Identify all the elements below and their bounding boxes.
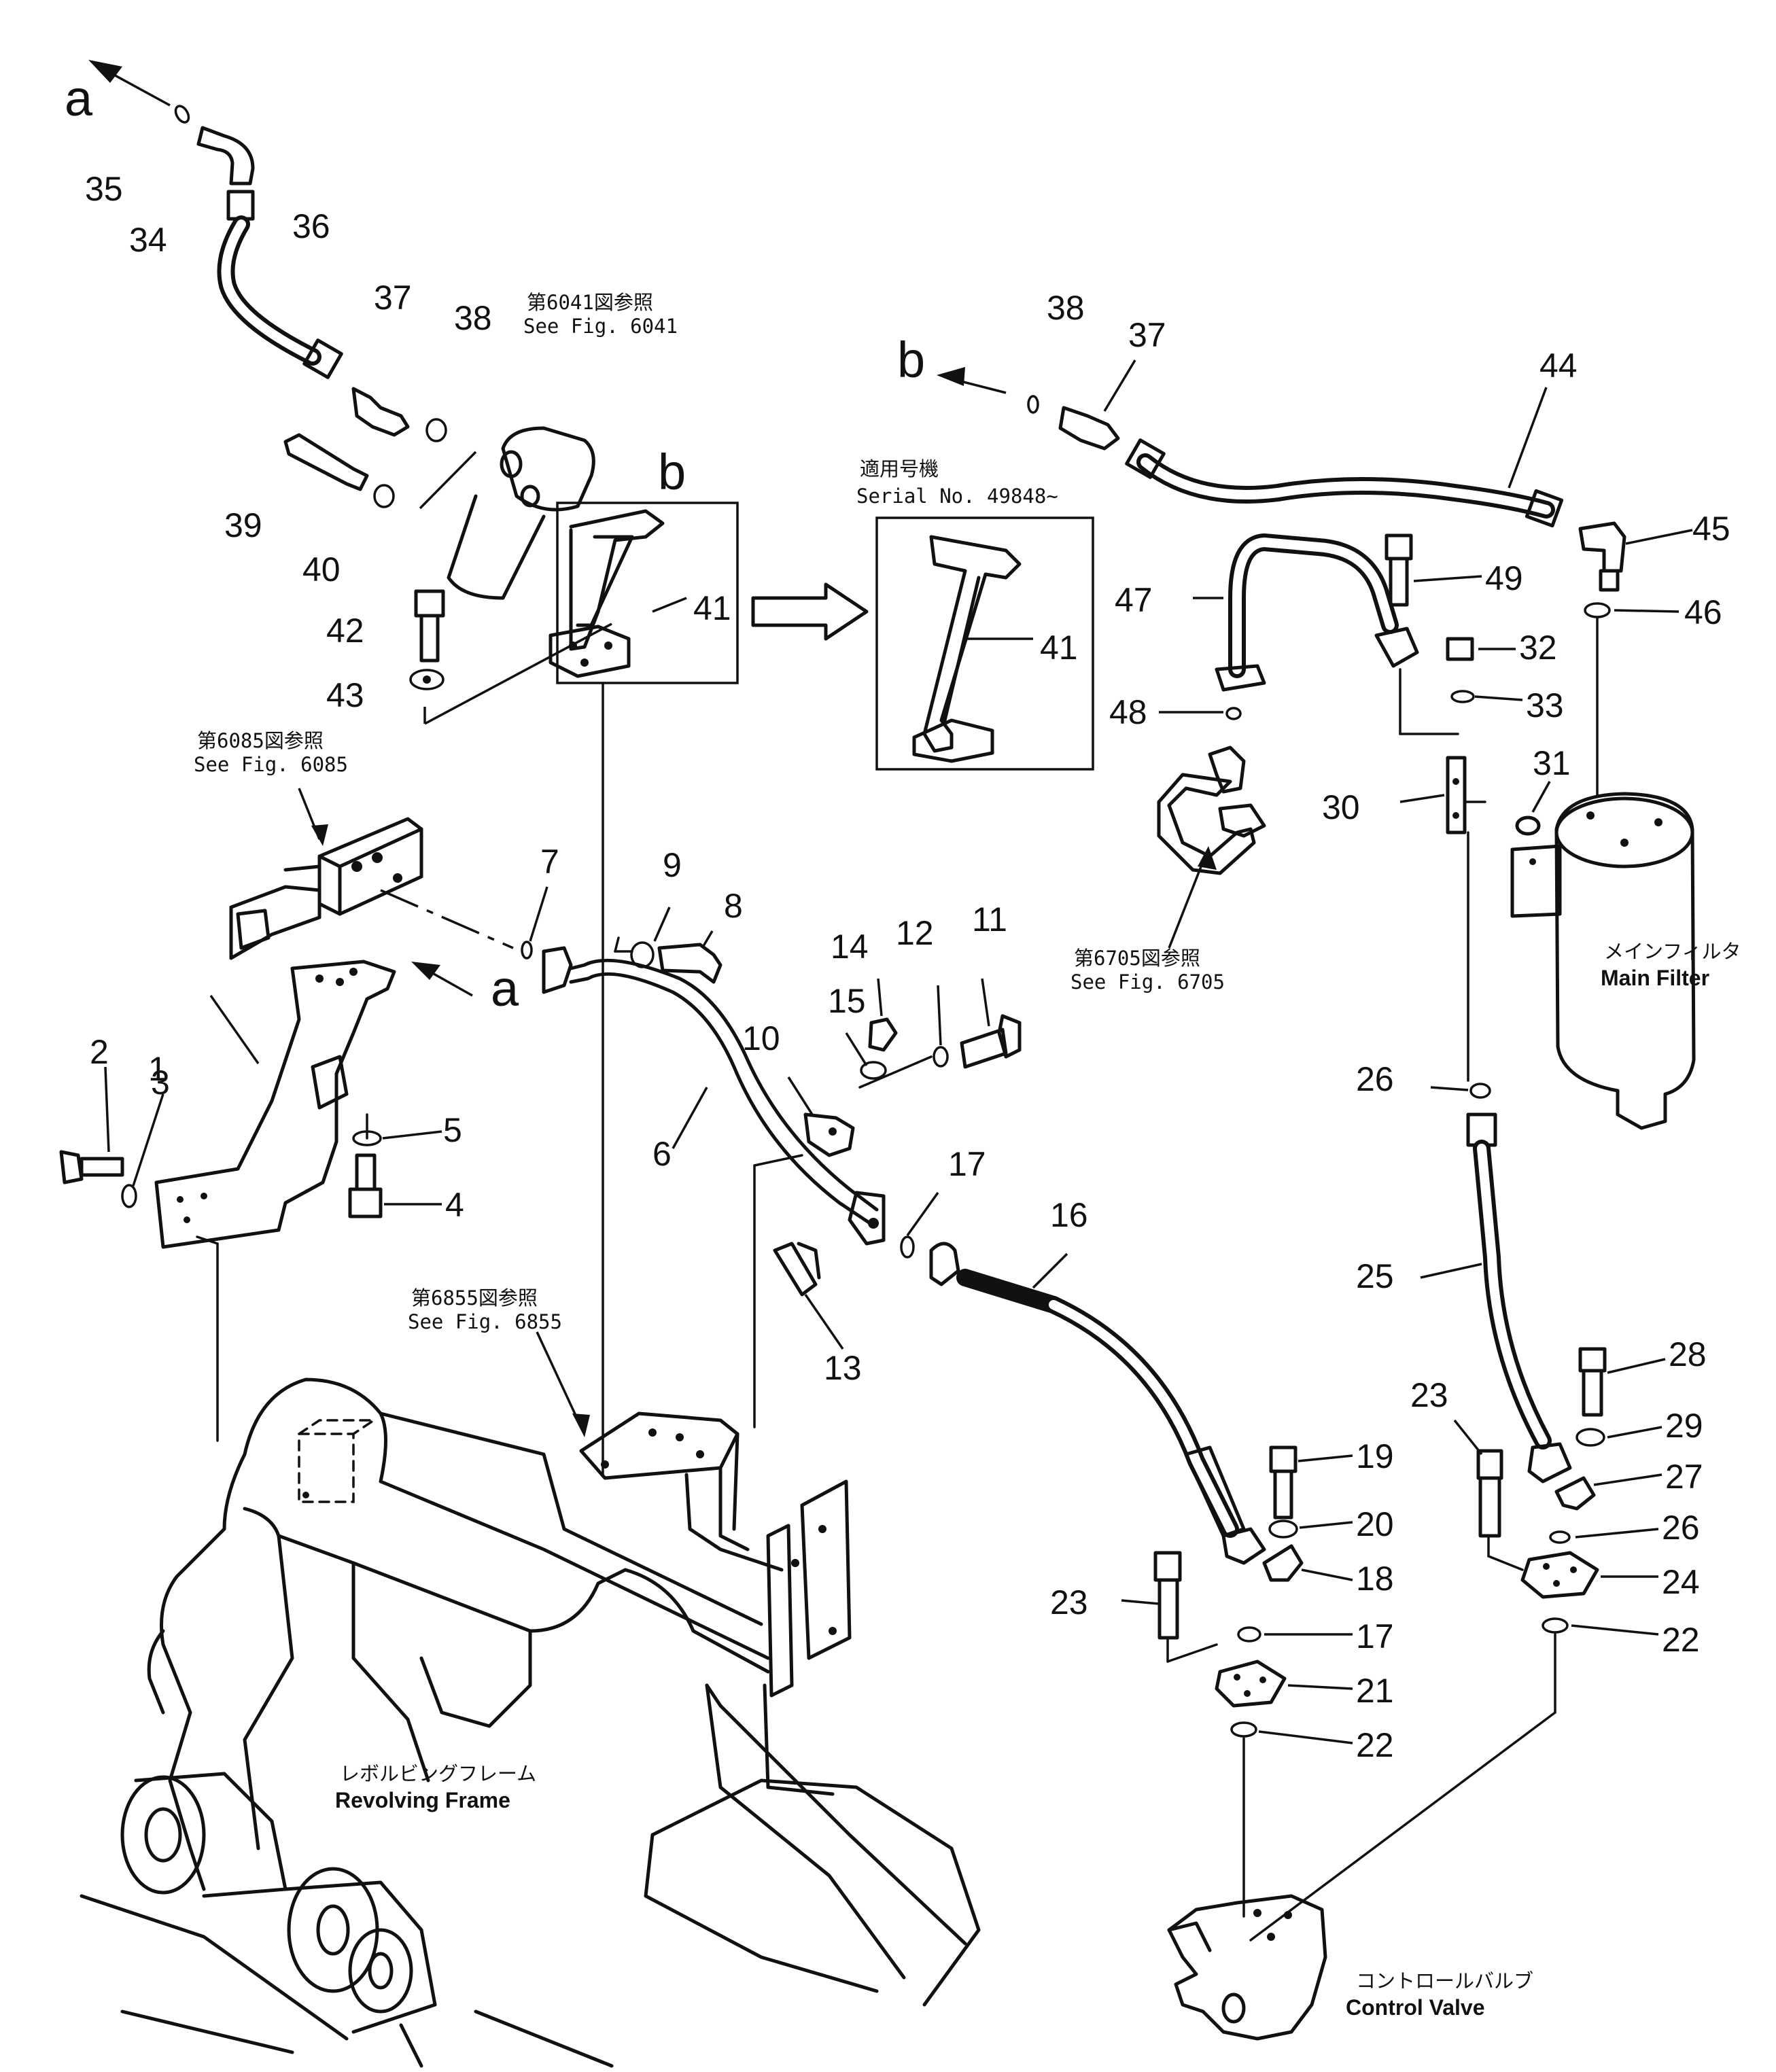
part-number-17-upper: 17 [948, 1145, 986, 1183]
part-number-40: 40 [302, 550, 341, 589]
figure-references: 第6041図参照 See Fig. 6041 第6085図参照 See Fig.… [194, 291, 1225, 1333]
hose-16-assembly [929, 1242, 1353, 1918]
part-number-35: 35 [85, 170, 123, 208]
serial-jp: 適用号機 [860, 457, 939, 480]
revolving-frame [80, 1331, 981, 2068]
part-number-4: 4 [445, 1186, 464, 1224]
control-valve-label-en: Control Valve [1346, 1995, 1485, 2020]
part-number-34: 34 [129, 221, 167, 259]
part-number-13: 13 [824, 1349, 862, 1387]
part-number-15: 15 [828, 982, 866, 1020]
part-number-37-right: 37 [1128, 316, 1166, 354]
part-number-47: 47 [1115, 581, 1153, 619]
main-filter-assembly [1399, 637, 1696, 1130]
part-number-18: 18 [1356, 1560, 1394, 1598]
ref-6085-en: See Fig. 6085 [194, 753, 348, 776]
part-number-26-lower: 26 [1662, 1509, 1700, 1547]
hose-25-assembly [1249, 1112, 1666, 1942]
part-number-33: 33 [1526, 686, 1564, 724]
part-number-9: 9 [663, 846, 682, 884]
ref-6855-jp: 第6855図参照 [411, 1286, 538, 1310]
letter-b-mid: b [658, 444, 686, 500]
part-number-19: 19 [1356, 1437, 1394, 1475]
control-valve [1167, 1894, 1327, 2041]
serial-en: Serial No. 49848~ [856, 485, 1058, 508]
letter-b-top: b [897, 332, 925, 388]
part-number-8: 8 [724, 887, 743, 925]
tube-48 [1157, 707, 1266, 949]
filter-head-assembly [283, 426, 612, 725]
part-number-12: 12 [896, 914, 934, 952]
connection-a [380, 886, 549, 997]
tube-6-assembly [542, 907, 1022, 1428]
ref-6705-jp: 第6705図参照 [1074, 947, 1200, 970]
part-number-32: 32 [1519, 629, 1557, 667]
part-number-3: 3 [151, 1064, 170, 1102]
revolving-frame-label-jp: レボルビングフレーム [340, 1762, 536, 1785]
hose-47 [1193, 533, 1482, 735]
part-number-45: 45 [1692, 510, 1730, 548]
part-number-14: 14 [831, 928, 869, 966]
part-number-41-main: 41 [693, 589, 731, 627]
part-number-31: 31 [1533, 744, 1571, 782]
part-number-49: 49 [1485, 559, 1523, 597]
part-number-22-left: 22 [1356, 1726, 1394, 1764]
component-labels: メインフィルタ Main Filter レボルビングフレーム Revolving… [335, 940, 1741, 2020]
part-number-21: 21 [1356, 1672, 1394, 1710]
part-number-20: 20 [1356, 1505, 1394, 1543]
hose-assembly-a [88, 60, 447, 442]
part-number-43: 43 [326, 676, 364, 714]
part-number-30: 30 [1322, 788, 1360, 826]
bracket-1 [59, 960, 442, 1442]
part-number-39: 39 [224, 506, 262, 544]
part-number-41-variant: 41 [1040, 629, 1078, 667]
ref-6085-jp: 第6085図参照 [197, 729, 324, 752]
part-number-25: 25 [1356, 1257, 1394, 1295]
part-number-10: 10 [742, 1019, 780, 1057]
ref-6041-en: See Fig. 6041 [523, 315, 678, 338]
part-number-22-right: 22 [1662, 1621, 1700, 1659]
part-number-23-left: 23 [1050, 1583, 1088, 1621]
ref-6041-jp: 第6041図参照 [527, 291, 653, 314]
part-number-7: 7 [540, 843, 559, 881]
arrow-to-variant [751, 582, 869, 641]
part-number-36: 36 [292, 207, 330, 245]
part-number-16: 16 [1050, 1196, 1088, 1234]
part-number-1: 1 [148, 1050, 167, 1088]
bracket-41 [549, 502, 739, 1476]
part-number-5: 5 [443, 1111, 462, 1149]
part-number-38-right: 38 [1047, 289, 1085, 327]
part-number-11: 11 [972, 900, 1007, 938]
main-filter-label-jp: メインフィルタ [1604, 940, 1741, 963]
connection-letters: a a b b [65, 70, 925, 1017]
part-number-2: 2 [90, 1033, 109, 1071]
part-number-29: 29 [1665, 1407, 1703, 1445]
control-valve-label-jp: コントロールバルブ [1356, 1969, 1533, 1992]
part-number-23-right: 23 [1410, 1376, 1448, 1414]
revolving-frame-label-en: Revolving Frame [335, 1788, 510, 1812]
hose-assembly-b [937, 359, 1693, 796]
main-filter-label-en: Main Filter [1601, 966, 1709, 990]
part-number-labels: 1 2 3 4 5 6 7 8 9 10 11 12 13 14 15 16 1… [85, 170, 1730, 1764]
part-number-42: 42 [326, 612, 364, 650]
valve-block-6085 [229, 788, 423, 960]
part-number-37-left: 37 [374, 279, 412, 317]
part-number-27: 27 [1665, 1458, 1703, 1496]
part-number-48: 48 [1109, 693, 1147, 731]
part-number-38-left: 38 [454, 299, 492, 337]
part-number-26-upper: 26 [1356, 1060, 1394, 1098]
part-number-17-lower: 17 [1356, 1617, 1394, 1655]
part-number-46: 46 [1684, 593, 1722, 631]
letter-a-mid: a [491, 960, 519, 1017]
ref-6705-en: See Fig. 6705 [1070, 970, 1225, 994]
part-number-24: 24 [1662, 1563, 1700, 1601]
part-number-6: 6 [652, 1135, 672, 1173]
ref-6855-en: See Fig. 6855 [408, 1310, 562, 1333]
letter-a-top: a [65, 70, 93, 126]
part-number-28: 28 [1669, 1335, 1707, 1373]
part-number-44: 44 [1539, 347, 1578, 385]
serial-variant-box [875, 516, 1094, 771]
